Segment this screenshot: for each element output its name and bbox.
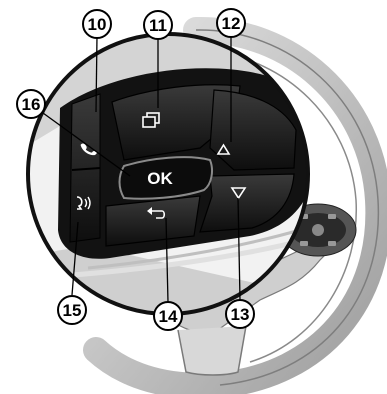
- ok-label: OK: [147, 169, 173, 188]
- callout-15: 15: [58, 296, 86, 324]
- ok-button[interactable]: OK: [120, 157, 213, 199]
- callout-14: 14: [154, 302, 182, 330]
- svg-text:16: 16: [22, 95, 41, 114]
- callout-10: 10: [83, 10, 111, 38]
- svg-text:11: 11: [149, 16, 167, 35]
- svg-text:15: 15: [63, 301, 82, 320]
- callout-13: 13: [226, 300, 254, 328]
- svg-text:14: 14: [159, 307, 178, 326]
- svg-text:13: 13: [231, 305, 250, 324]
- svg-text:10: 10: [88, 15, 107, 34]
- callout-11: 11: [144, 11, 172, 39]
- left-button-column: [70, 94, 100, 242]
- svg-text:12: 12: [222, 14, 241, 33]
- callout-12: 12: [217, 9, 245, 37]
- callout-16: 16: [17, 90, 45, 118]
